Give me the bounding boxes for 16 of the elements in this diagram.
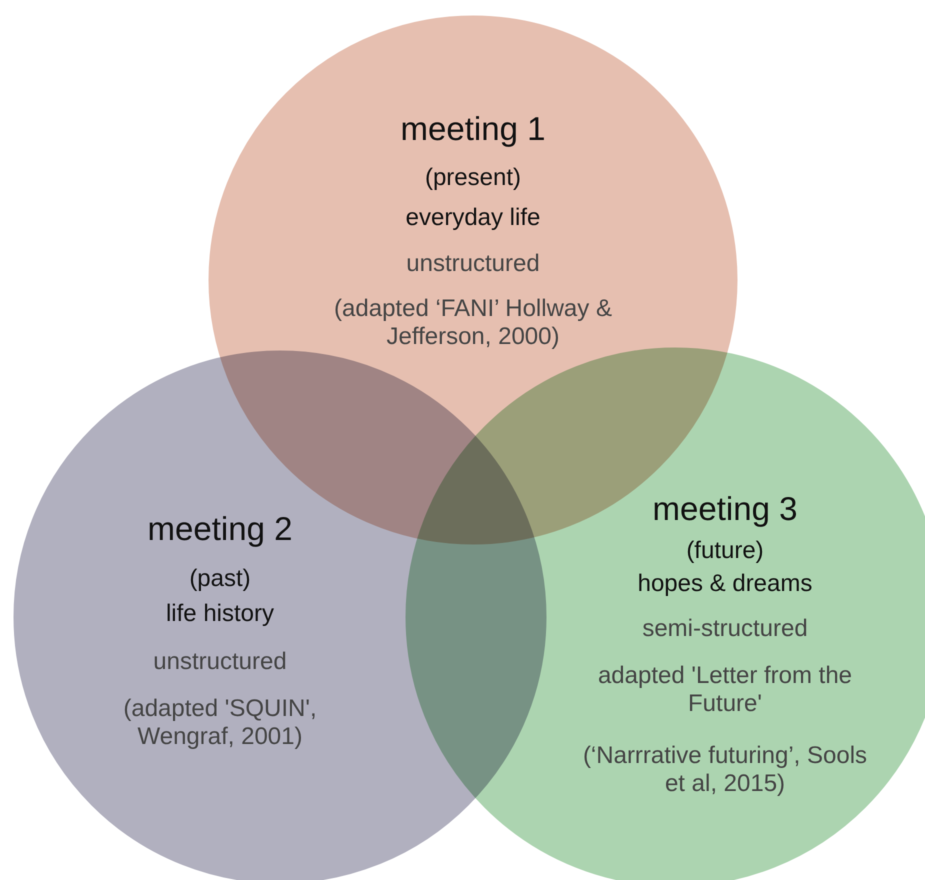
meeting-title: meeting 3: [652, 490, 798, 528]
citation-text: (adapted 'SQUIN', Wengraf, 2001): [122, 695, 318, 750]
citation-text: (adapted ‘FANI’ Hollway & Jefferson, 2000): [333, 295, 613, 350]
time-label: (future): [685, 537, 765, 565]
citation-text: adapted 'Letter from the Future': [596, 662, 854, 718]
meeting-title: meeting 1: [400, 110, 546, 148]
meeting-title: meeting 2: [146, 510, 294, 548]
time-label: (present): [424, 164, 522, 192]
theme-label: hopes & dreams: [636, 570, 814, 598]
theme-label: everyday life: [404, 204, 542, 232]
method-label: unstructured: [405, 250, 541, 278]
theme-label: life history: [164, 600, 276, 628]
time-label: (past): [188, 565, 252, 593]
method-label: unstructured: [152, 648, 288, 676]
method-label: semi-structured: [641, 615, 809, 643]
citation-text: (‘Narrrative futuring’, Sools et al, 2015): [582, 742, 868, 798]
